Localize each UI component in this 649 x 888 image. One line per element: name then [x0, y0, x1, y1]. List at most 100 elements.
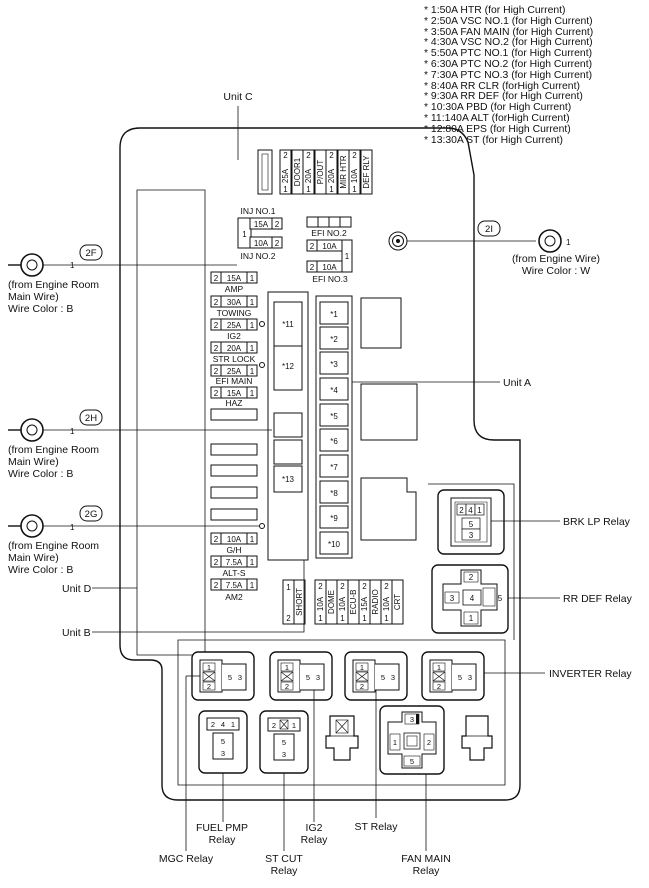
pin-label: 4 [470, 594, 475, 603]
pin-label: 2 [310, 242, 315, 251]
fan-main-relay: 3 1 2 5 [379, 705, 445, 775]
efi-fuses: EFI NO.2 2 10A 2 10A 1 EFI NO.3 [306, 216, 353, 284]
fuse-name: MIR HTR [339, 155, 348, 189]
fuse-name: STR LOCK [213, 354, 256, 364]
pin-label: 1 [70, 523, 75, 532]
pin-label: 2 [469, 573, 474, 582]
pin-label: 1 [345, 252, 350, 261]
pin-label: 3 [316, 673, 320, 682]
fuse-id: *11 [282, 320, 294, 329]
fuse-name: DEF RLY [362, 155, 371, 189]
fuse-id: *8 [330, 489, 338, 498]
fuse-name: DOOR1 [293, 157, 302, 186]
pin-label: 1 [360, 663, 364, 672]
unit-c-top-fuses: 2 1 25A DOOR1 2 1 20A P/OUT 2 1 20A MIR … [257, 149, 373, 195]
fuse-amp: 15A [254, 220, 269, 229]
fuse-name: IG2 [227, 331, 241, 341]
empty-fuse-slot [210, 508, 258, 521]
pin-label: 3 [282, 750, 286, 759]
relay-label: ST CUT [265, 853, 303, 865]
pin-label: 2 [437, 682, 441, 691]
fuse-amp: 10A [322, 242, 337, 251]
fuse-id: *7 [330, 463, 338, 472]
pin-label: 3 [469, 531, 474, 540]
pin-label: 5 [458, 673, 462, 682]
fuse-legend: * 1:50A HTR (for High Current) * 2:50A V… [424, 5, 593, 146]
pin-label: 1 [250, 321, 255, 330]
pin-label: 2 [272, 721, 276, 730]
connector-source: (from Engine Room [8, 279, 99, 291]
pin-label: 3 [221, 749, 225, 758]
pin-label: 1 [231, 720, 235, 729]
fuse-g-h: 2 10A 1 G/H [210, 532, 258, 555]
relay-label: Relay [301, 834, 329, 846]
short-pin: 1 2 SHORT [282, 579, 306, 625]
legend-line: * 8:40A RR CLR (forHigh Current) [424, 80, 580, 92]
fuse-id: *9 [330, 514, 338, 523]
unit-a-blank-block [360, 297, 402, 349]
fuse-name: HAZ [226, 398, 243, 408]
pin-label: 1 [250, 367, 255, 376]
fuse-amp: 15A [227, 389, 242, 398]
connector-source: (from Engine Room [8, 540, 99, 552]
fuse-id: *2 [330, 335, 338, 344]
connector-badge [79, 505, 103, 522]
pin-label: 1 [469, 614, 474, 623]
fuse-amp: 10A [316, 596, 325, 611]
fuse-amp: 10A [254, 239, 269, 248]
fuse-name: G/H [226, 545, 241, 555]
fuse-ig2: 2 25A 1 IG2 [210, 318, 258, 341]
pin-label: 1 [285, 663, 289, 672]
relay-label: ST Relay [355, 821, 399, 833]
pin-label: 1 [566, 238, 571, 247]
pin-label: 2 [214, 321, 219, 330]
fuse-name: EFI NO.3 [312, 274, 348, 284]
bottom-left-fuses: 2 10A 1 G/H 2 7.5A 1 ALT-S 2 7.5A 1 AM2 [210, 532, 258, 602]
connector-code: 2I [485, 224, 493, 235]
fuse-alt-s: 2 7.5A 1 ALT-S [210, 555, 258, 578]
legend-line: * 12:80A EPS (for High Current) [424, 123, 571, 135]
relay-label: Relay [271, 865, 299, 877]
fuse-amp: 25A [281, 168, 290, 183]
pin-label: 2 [306, 151, 311, 160]
pin-label: 1 [250, 298, 255, 307]
fuse-id: *12 [282, 362, 295, 371]
pin-label: 1 [292, 721, 296, 730]
pin-label: 1 [283, 185, 288, 194]
connector-code: 2F [85, 248, 96, 259]
connector-badge [477, 220, 501, 237]
fuse-amp: 25A [227, 367, 242, 376]
fuse-amp: 30A [227, 298, 242, 307]
fuse-dome: 2 1 10A DOME [314, 579, 338, 625]
pin-label: 2 [214, 389, 219, 398]
unlabeled-relay-slot [325, 715, 359, 761]
legend-line: * 6:30A PTC NO.2 (for High Current) [424, 58, 593, 70]
legend-line: * 9:30A RR DEF (for High Current) [424, 91, 583, 103]
pin-label: 2 [340, 582, 345, 591]
pin-label: 1 [329, 185, 334, 194]
connector-2i-terminal [538, 229, 562, 253]
fuse-name: P/OUT [316, 160, 325, 185]
fuse-name: TOWING [217, 308, 252, 318]
fuse-amp: 20A [327, 168, 336, 183]
empty-fuse-slot [210, 408, 258, 421]
relay-label: FAN MAIN [401, 853, 451, 865]
st-relay: 1 2 5 3 [344, 651, 408, 701]
pin-label: 2 [329, 151, 334, 160]
pin-label: 2 [310, 263, 315, 272]
pin-label: 4 [221, 720, 225, 729]
fuse-crt: 2 1 10A CRT [380, 579, 404, 625]
pin-label: 2 [427, 738, 431, 747]
fuse-mir-htr: 2 1 20A MIR HTR [325, 149, 350, 195]
pin-label: 3 [410, 715, 414, 724]
empty-fuse-slot [210, 464, 258, 477]
relay-label: RR DEF Relay [563, 593, 633, 605]
pin-label: 1 [437, 663, 441, 672]
fuse-ecu-b: 2 1 10A ECU-B [336, 579, 360, 625]
unit-a-label: Unit A [503, 377, 531, 389]
unit-a-block [315, 295, 353, 559]
connector-badge [79, 409, 103, 426]
legend-line: * 11:140A ALT (forHigh Current) [424, 112, 570, 124]
pin-label: 1 [70, 427, 75, 436]
pin-label: 2 [214, 298, 219, 307]
